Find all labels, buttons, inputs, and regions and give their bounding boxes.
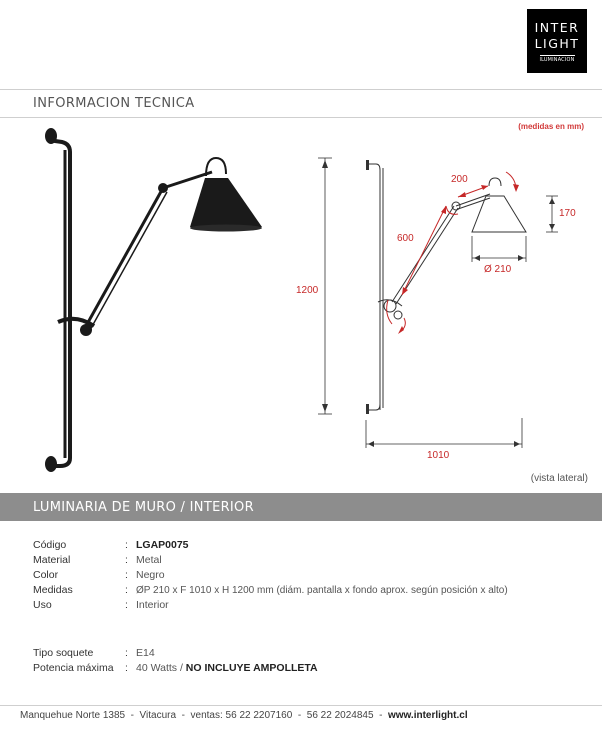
footer-sales-phone: ventas: 56 22 2207160 — [190, 710, 293, 721]
spec-colon: : — [125, 539, 128, 551]
footer-separator: - — [297, 710, 302, 721]
spec-colon: : — [125, 584, 128, 596]
spec-value-text: 40 Watts / — [136, 662, 186, 674]
dimension-depth: 1010 — [427, 450, 450, 461]
footer-contact: Manquehue Norte 1385 - Vitacura - ventas… — [20, 710, 468, 721]
product-category-title: LUMINARIA DE MURO / INTERIOR — [33, 500, 254, 515]
brand-logo-line3: ILUMINACION — [539, 54, 575, 63]
spec-value-emphasis: NO INCLUYE AMPOLLETA — [185, 662, 318, 674]
spec-label: Medidas — [33, 584, 73, 596]
footer-city: Vitacura — [139, 710, 177, 721]
spec-value: Negro — [136, 569, 165, 581]
spec-value: Metal — [136, 554, 162, 566]
section-heading-technical: INFORMACION TECNICA — [33, 96, 195, 111]
spec-label: Potencia máxima — [33, 662, 114, 674]
footer-website-link[interactable]: www.interlight.cl — [387, 710, 468, 721]
spec-colon: : — [125, 569, 128, 581]
brand-logo: INTER LIGHT ILUMINACION — [527, 9, 587, 73]
brand-logo-line2: LIGHT — [534, 35, 580, 51]
spec-row-use: Uso : Interior — [33, 598, 602, 613]
spec-colon: : — [125, 662, 128, 674]
footer-address: Manquehue Norte 1385 — [20, 710, 126, 721]
spec-row-material: Material : Metal — [33, 553, 602, 568]
dimension-height: 1200 — [296, 285, 319, 296]
footer-separator: - — [181, 710, 185, 721]
divider — [0, 117, 602, 118]
spec-value: Interior — [136, 599, 169, 611]
spec-row-color: Color : Negro — [33, 568, 602, 583]
footer-separator: - — [130, 710, 134, 721]
lamp-product-photo — [45, 128, 262, 472]
dimension-shade-diameter: Ø 210 — [484, 264, 512, 275]
dimension-arm-lower: 600 — [397, 233, 414, 244]
divider — [0, 89, 602, 90]
spec-row-socket: Tipo soquete : E14 — [33, 646, 602, 661]
view-note: (vista lateral) — [530, 473, 588, 484]
brand-logo-line1: INTER — [534, 19, 580, 35]
divider — [0, 705, 602, 706]
units-note: (medidas en mm) — [518, 122, 584, 131]
spec-row-code: Código : LGAP0075 — [33, 538, 602, 553]
spec-value: LGAP0075 — [136, 539, 189, 551]
spec-label: Código — [33, 539, 67, 551]
spec-row-power: Potencia máxima : 40 Watts / NO INCLUYE … — [33, 661, 602, 676]
dimension-shade-height: 170 — [559, 208, 576, 219]
spec-colon: : — [125, 554, 128, 566]
spec-colon: : — [125, 647, 128, 659]
spec-value: ØP 210 x F 1010 x H 1200 mm (diám. panta… — [136, 585, 508, 596]
footer-phone: 56 22 2024845 — [306, 710, 374, 721]
spec-colon: : — [125, 599, 128, 611]
spec-label: Tipo soquete — [33, 647, 94, 659]
spec-label: Uso — [33, 599, 52, 611]
spec-value: E14 — [136, 647, 155, 659]
spec-value: 40 Watts / NO INCLUYE AMPOLLETA — [136, 661, 318, 676]
dimension-arm-upper: 200 — [451, 174, 468, 185]
spec-label: Color — [33, 569, 59, 581]
spec-row-dimensions: Medidas : ØP 210 x F 1010 x H 1200 mm (d… — [33, 583, 602, 598]
spec-label: Material — [33, 554, 71, 566]
section-bar — [0, 493, 602, 521]
technical-drawing — [318, 157, 558, 448]
footer-separator: - — [379, 710, 383, 721]
